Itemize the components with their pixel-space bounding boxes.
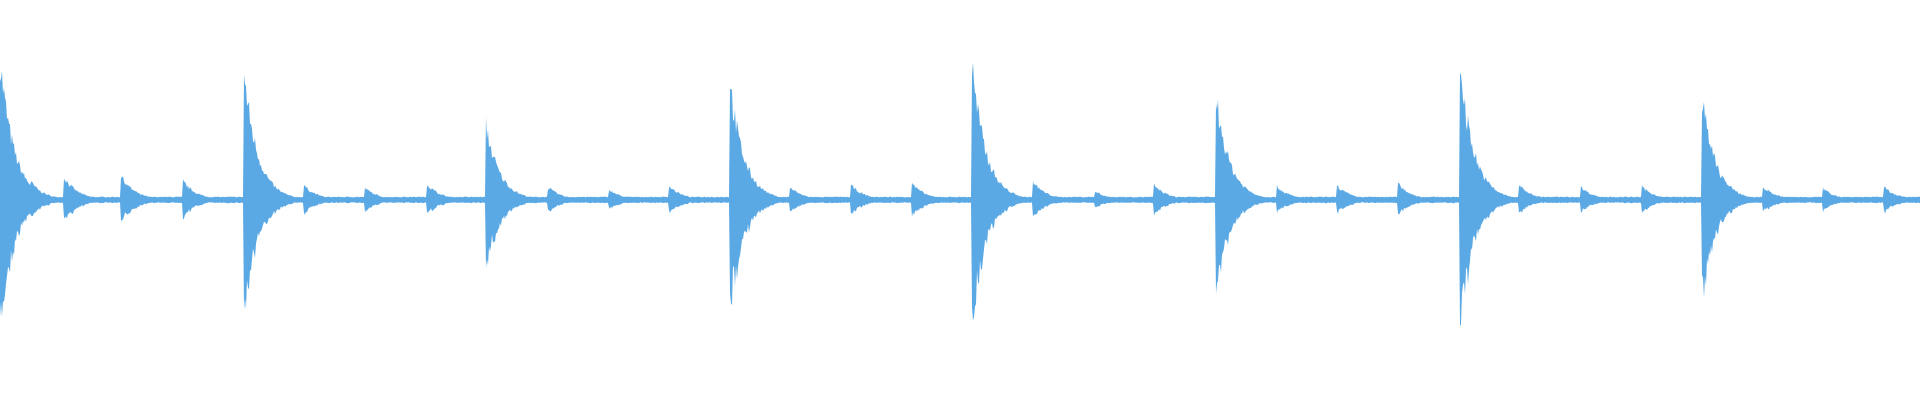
waveform-shape: [0, 62, 1920, 327]
